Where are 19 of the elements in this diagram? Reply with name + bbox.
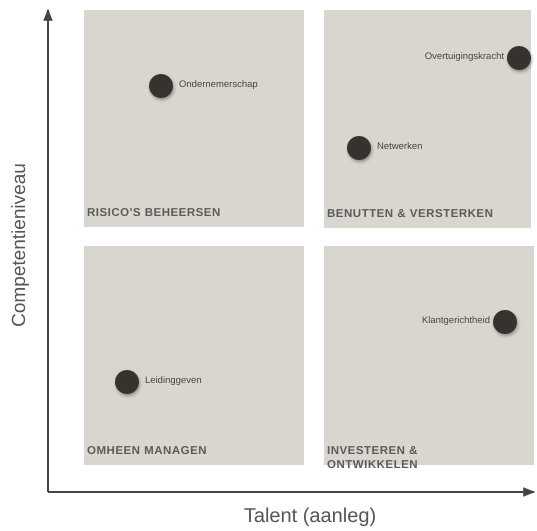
data-point <box>347 136 371 160</box>
quadrant-heading: BENUTTEN & VERSTERKEN <box>327 207 494 221</box>
quadrant-panel <box>324 10 531 228</box>
axis-title: Talent (aanleg) <box>244 504 376 528</box>
point-label: Klantgerichtheid <box>422 315 490 327</box>
data-point <box>115 370 139 394</box>
quadrant-panel <box>84 246 304 465</box>
quadrant-heading: INVESTEREN & ONTWIKKELEN <box>327 444 420 472</box>
data-point <box>149 74 173 98</box>
quadrant-heading: RISICO'S BEHEERSEN <box>87 206 221 220</box>
point-label: Ondernemerschap <box>179 79 258 91</box>
point-label: Leidinggeven <box>145 375 202 387</box>
point-label: Overtuigingskracht <box>424 51 504 63</box>
quadrant-heading: OMHEEN MANAGEN <box>87 444 208 458</box>
axis-title: Competentieniveau <box>9 163 31 327</box>
data-point <box>493 310 517 334</box>
quadrant-panel <box>84 10 304 227</box>
data-point <box>507 46 531 70</box>
point-label: Netwerken <box>377 141 422 153</box>
